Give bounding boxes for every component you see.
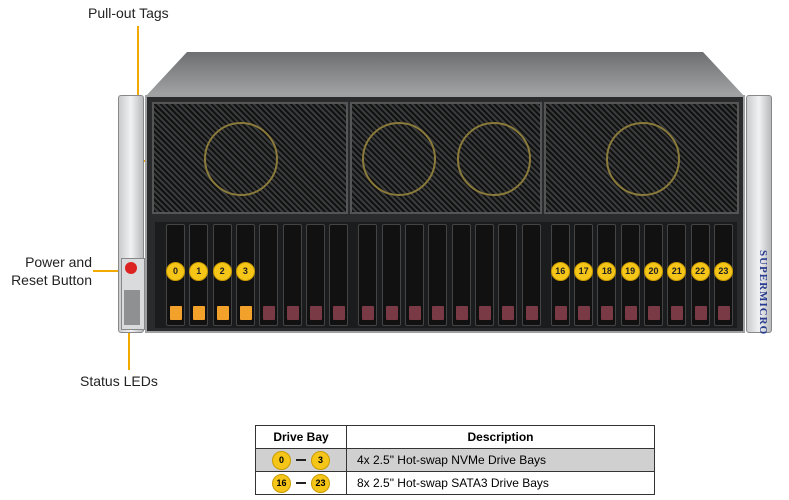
bay-number-badge: 21 [667, 262, 687, 281]
fan-module [152, 102, 348, 214]
drive-latch[interactable] [717, 306, 730, 320]
table-cell: 8x 2.5" Hot-swap SATA3 Drive Bays [346, 471, 655, 495]
drive-latch[interactable] [478, 306, 491, 320]
bay-number-badge: 16 [550, 262, 570, 281]
callout-status-leds: Status LEDs [80, 373, 158, 389]
drive-latch[interactable] [432, 306, 445, 320]
callout-pull-out-tags: Pull-out Tags [88, 5, 169, 21]
drive-latch[interactable] [333, 306, 346, 320]
fan-module [350, 102, 542, 214]
bay-number-badge: 3 [235, 262, 255, 281]
bay-badge: 16 [272, 473, 291, 493]
bay-badge: 0 [272, 450, 291, 470]
bay-badge: 23 [311, 473, 330, 493]
drive-bay[interactable] [358, 224, 378, 326]
callout-text: Reset Button [11, 272, 92, 288]
drive-bay[interactable] [498, 224, 518, 326]
bay-number-badge: 19 [620, 262, 640, 281]
drive-bay[interactable] [259, 224, 279, 326]
drive-bay[interactable] [451, 224, 471, 326]
drive-latch[interactable] [170, 306, 182, 320]
drive-latch[interactable] [601, 306, 614, 320]
callout-line [128, 325, 130, 370]
drive-bay[interactable] [381, 224, 401, 326]
drive-bay[interactable] [474, 224, 494, 326]
drive-latch[interactable] [624, 306, 637, 320]
drive-latch[interactable] [502, 306, 515, 320]
drive-latch[interactable] [263, 306, 276, 320]
drive-latch[interactable] [578, 306, 591, 320]
drive-latch[interactable] [455, 306, 468, 320]
table-cell: 4x 2.5" Hot-swap NVMe Drive Bays [346, 448, 655, 472]
bay-number-badge: 18 [597, 262, 617, 281]
drive-latch[interactable] [309, 306, 322, 320]
bay-number-badge: 20 [644, 262, 663, 281]
drive-latch[interactable] [554, 306, 567, 320]
callout-line [137, 26, 139, 161]
drive-latch[interactable] [671, 306, 684, 320]
table-row: 16 23 8x 2.5" Hot-swap SATA3 Drive Bays [255, 471, 655, 495]
drive-latch[interactable] [648, 306, 660, 320]
drive-bay[interactable] [521, 224, 541, 326]
bay-badge: 3 [311, 450, 330, 470]
bay-number-badge: 0 [166, 262, 185, 281]
drive-latch[interactable] [286, 306, 299, 320]
bay-number-badge: 2 [212, 262, 232, 281]
bay-number-badge: 1 [189, 262, 209, 281]
drive-latch[interactable] [216, 306, 229, 320]
brand-logo: SUPERMICRO [757, 250, 769, 336]
drive-bay[interactable] [428, 224, 448, 326]
drive-bay[interactable] [282, 224, 302, 326]
drive-latch[interactable] [385, 306, 398, 320]
drive-latch[interactable] [525, 306, 538, 320]
callout-line [93, 270, 125, 272]
power-button[interactable] [125, 262, 137, 274]
drive-bay[interactable] [405, 224, 424, 326]
drive-latch[interactable] [239, 306, 252, 320]
table-header: Description [346, 425, 655, 449]
callout-text: Power and [25, 254, 92, 270]
chassis-top [145, 52, 745, 97]
drive-latch[interactable] [409, 306, 421, 320]
status-leds [124, 290, 140, 325]
right-handle[interactable] [746, 95, 772, 333]
bay-number-badge: 22 [690, 262, 710, 281]
bay-number-badge: 17 [574, 262, 594, 281]
drive-latch[interactable] [362, 306, 375, 320]
drive-bay[interactable] [329, 224, 349, 326]
fan-module [544, 102, 739, 214]
drive-bay[interactable] [305, 224, 325, 326]
drive-latch[interactable] [694, 306, 707, 320]
bay-number-badge: 23 [713, 262, 733, 281]
table-header: Drive Bay [255, 425, 347, 449]
drive-latch[interactable] [193, 306, 206, 320]
